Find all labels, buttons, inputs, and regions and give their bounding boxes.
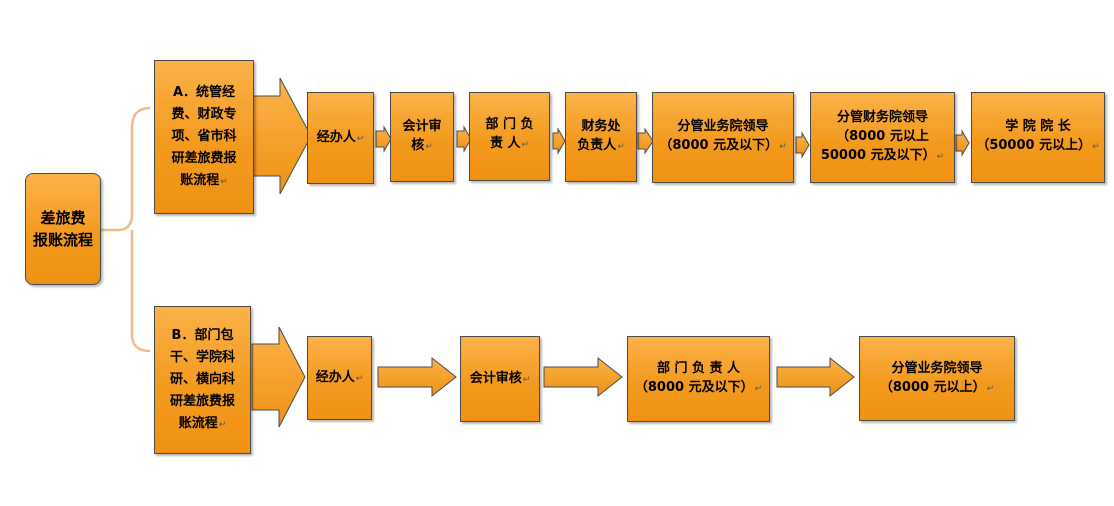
flow-a-step-7: 学 院 院 长 （50000 元以上）↵: [971, 92, 1105, 183]
arrow-b-2: [543, 356, 623, 398]
flow-b-step-2: 会计审核↵: [460, 336, 540, 422]
arrow-a-6: [955, 129, 970, 157]
flow-a-step-4: 财务处 负责人↵: [565, 92, 637, 182]
flow-a-step-6: 分管财务院领导 （8000 元以上 50000 元及以下）↵: [810, 92, 955, 183]
flow-a-title: A．统管经 费、财政专 项、省市科 研差旅费报 账流程: [171, 84, 237, 188]
arrow-b-title: [251, 326, 306, 428]
arrow-a-5: [795, 131, 810, 159]
flow-a-step-3: 部 门 负 责 人↵: [469, 92, 550, 181]
arrow-a-1: [375, 125, 392, 153]
flow-b-step-4: 分管业务院领导 （8000 元以上）↵: [859, 336, 1015, 421]
branch-bracket: [100, 106, 151, 353]
flow-b-title-box: B．部门包 干、学院科 研、横向科 研差旅费报 账流程↵: [154, 306, 251, 454]
arrow-a-title: [252, 77, 312, 195]
flow-b-title: B．部门包 干、学院科 研、横向科 研差旅费报 账流程: [169, 327, 235, 431]
flow-a-step-1: 经办人↵: [307, 92, 374, 184]
arrow-a-4: [637, 127, 654, 155]
arrow-b-3: [776, 356, 855, 398]
flow-b-step-1: 经办人↵: [307, 336, 372, 420]
arrow-b-1: [377, 356, 457, 398]
flow-a-title-box: A．统管经 费、财政专 项、省市科 研差旅费报 账流程↵: [154, 60, 254, 214]
arrow-a-3: [552, 127, 566, 155]
flow-a-step-5: 分管业务院领导 （8000 元及以下）↵: [652, 92, 794, 183]
flow-b-step-3: 部 门 负 责 人 （8000 元及以下）↵: [627, 336, 770, 422]
root-label: 差旅费 报账流程: [32, 209, 93, 249]
flow-a-step-2: 会计审 核↵: [390, 92, 454, 182]
root-node: 差旅费 报账流程: [25, 173, 101, 285]
